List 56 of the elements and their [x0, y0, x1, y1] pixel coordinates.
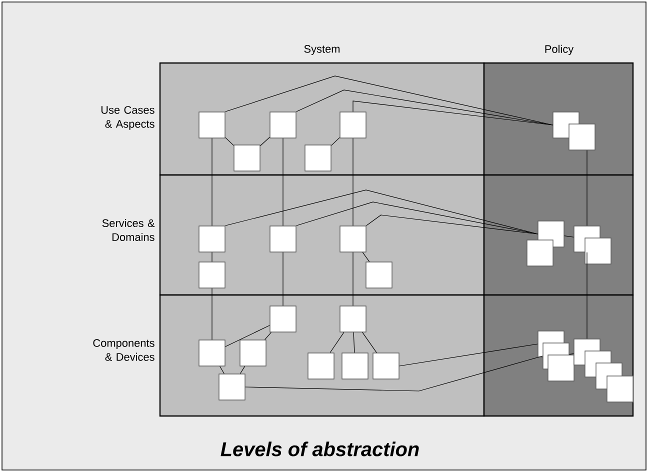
connector-line [225, 190, 538, 234]
box [526, 240, 554, 266]
caption: Levels of abstraction [220, 442, 419, 456]
connector-line [352, 138, 354, 226]
connector-line [352, 100, 553, 126]
box [568, 124, 596, 150]
connector-line [331, 137, 340, 146]
connector-line [225, 76, 553, 126]
column-heading: System [304, 45, 340, 55]
connector-line [330, 332, 344, 353]
box [198, 226, 226, 252]
row-heading: Services & Domains [102, 219, 155, 241]
connector-line [225, 325, 270, 347]
connector-line [586, 150, 588, 226]
column-heading: Policy [545, 44, 574, 56]
box [342, 352, 368, 380]
connector-line [586, 252, 588, 339]
box [340, 306, 366, 332]
connector-line [264, 332, 272, 340]
row-heading: Use Cases & Aspects [101, 106, 154, 130]
connector-line [352, 252, 354, 306]
box [366, 262, 392, 288]
box [270, 306, 296, 332]
box [606, 376, 634, 402]
box [270, 112, 296, 138]
connector-line [220, 366, 224, 374]
connector-line [569, 353, 574, 355]
box [198, 112, 226, 138]
box [340, 112, 366, 138]
box [198, 340, 226, 366]
box [240, 340, 266, 366]
connector-line [225, 137, 234, 146]
connector-line [245, 356, 543, 392]
connector-line [296, 90, 553, 126]
connector-line [282, 252, 284, 306]
box [304, 144, 332, 172]
connector-line [260, 136, 270, 146]
box [218, 374, 246, 400]
box [340, 226, 366, 252]
box [308, 352, 334, 380]
box [270, 226, 296, 252]
connector-line [296, 202, 538, 234]
connector-line [362, 252, 370, 262]
box [372, 352, 400, 380]
connector-line [240, 366, 246, 374]
connector-line [362, 332, 377, 353]
connector-line [366, 214, 538, 234]
box [234, 144, 260, 172]
box [584, 238, 612, 264]
box [198, 262, 226, 288]
connector-line [282, 138, 284, 226]
connector-line [353, 332, 355, 353]
row-heading: Components & Devices [93, 339, 154, 361]
box [548, 354, 574, 382]
connector-line [399, 344, 538, 366]
connector-line [564, 236, 574, 238]
